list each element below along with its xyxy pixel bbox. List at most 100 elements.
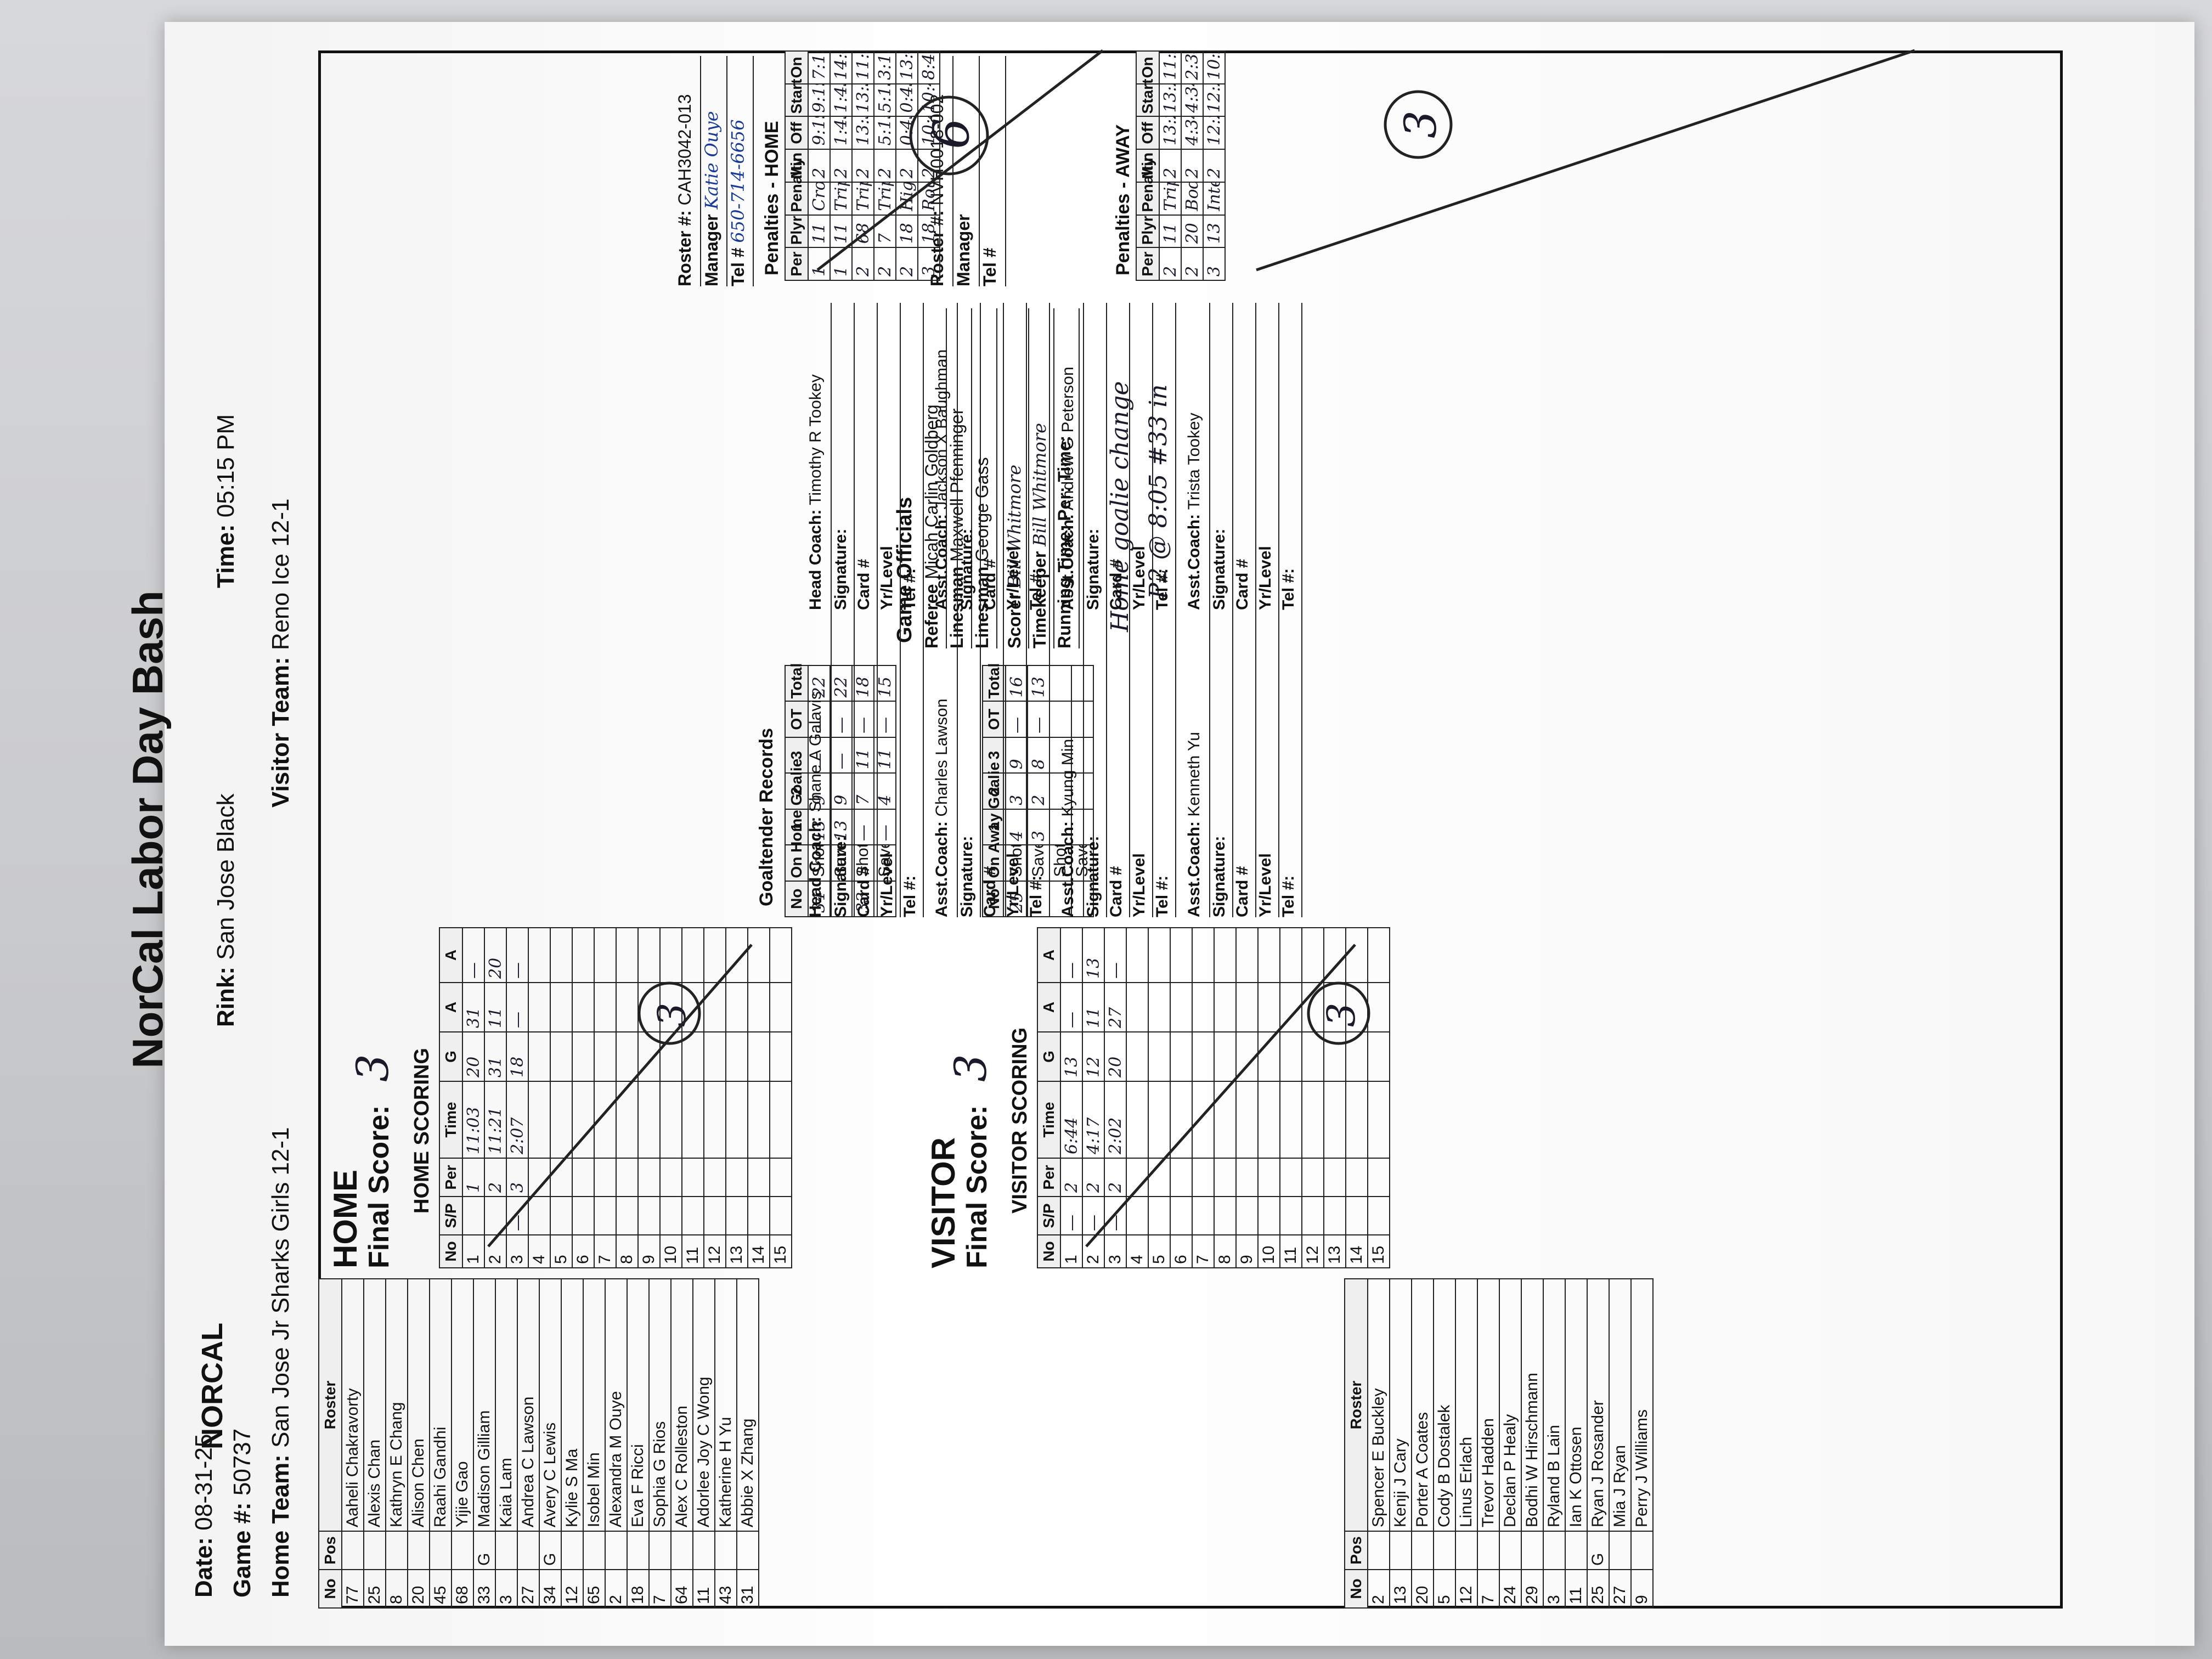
home-pen-header: Penalty: [785, 157, 808, 215]
home-goalie-header: Total: [785, 663, 808, 702]
goal-cell: [1368, 983, 1390, 1032]
player-position: [583, 1531, 605, 1570]
player-position: [430, 1531, 452, 1570]
staff-field-row: Signature:: [1084, 303, 1107, 610]
goal-cell: [550, 1158, 572, 1197]
goal-cell: [770, 1197, 792, 1235]
player-number: 45: [430, 1570, 452, 1608]
staff-field-label: Signature:: [1210, 528, 1228, 610]
staff-field-row: Card #: [1107, 303, 1130, 610]
goal-cell: [748, 1032, 770, 1081]
goal-cell: [660, 1081, 682, 1158]
home-scoring-empty-row: 6: [572, 928, 594, 1268]
goal-number: 2: [484, 1235, 506, 1268]
goal-cell: [1324, 1158, 1346, 1197]
goal-cell: 2: [484, 1158, 506, 1197]
staff-field-label: Card #: [1233, 558, 1251, 610]
goal-cell: [748, 983, 770, 1032]
player-number: 7: [1477, 1570, 1499, 1608]
goal-cell: [1192, 1197, 1214, 1235]
player-position: [693, 1531, 715, 1570]
visitor-roster-header: Pos: [1345, 1531, 1368, 1570]
penalty-cell: 3: [918, 247, 940, 280]
goal-cell: [1170, 1158, 1192, 1197]
logo-text: NORCAL: [196, 1323, 229, 1449]
goal-cell: [748, 1158, 770, 1197]
goal-cell: [1126, 1158, 1148, 1197]
home-goalie-head-label: On Home Goalie: [785, 759, 808, 881]
penalty-cell: 8:49: [918, 51, 940, 84]
staff-field-row: Yr/Level: [1130, 610, 1153, 917]
player-position: [1565, 1531, 1587, 1570]
goal-cell: —: [462, 928, 484, 983]
player-position: [1521, 1531, 1543, 1570]
goal-number: 4: [1126, 1235, 1148, 1268]
goal-cell: [726, 1081, 748, 1158]
penalty-cell: 12:24: [1203, 116, 1225, 150]
staff-field-row: Card #: [1233, 303, 1256, 610]
home-scoring-empty-row: 8: [616, 928, 638, 1268]
penalty-cell: 5:15: [874, 83, 896, 117]
goal-cell: [550, 928, 572, 983]
player-position: [342, 1531, 364, 1570]
penalty-cell: 9:19: [808, 83, 830, 117]
player-position: [1434, 1531, 1455, 1570]
goal-cell: [616, 1081, 638, 1158]
home-roster-header: Pos: [319, 1531, 342, 1570]
goal-number: 8: [616, 1235, 638, 1268]
player-number: 20: [408, 1570, 430, 1608]
goal-cell: [1214, 1158, 1236, 1197]
player-number: 3: [1543, 1570, 1565, 1608]
home-roster-number-label: Roster #:: [675, 210, 695, 286]
penalty-cell: Tripping: [874, 182, 896, 215]
goal-cell: [638, 1197, 660, 1235]
player-position: [671, 1531, 693, 1570]
player-number: 25: [364, 1570, 386, 1608]
goal-cell: 11: [1082, 983, 1104, 1032]
player-position: [1499, 1531, 1521, 1570]
home-scoring-title: HOME SCORING: [410, 1048, 433, 1214]
away-tel-row: Tel #: [980, 56, 1006, 286]
home-scoring-empty-row: 4: [528, 928, 550, 1268]
goal-cell: [1368, 1032, 1390, 1081]
player-position: [1412, 1531, 1434, 1570]
goal-cell: [1302, 1032, 1324, 1081]
penalty-cell: 13:20: [1159, 116, 1181, 150]
goal-cell: [550, 1081, 572, 1158]
visitor-scoring-empty-row: 6: [1170, 928, 1192, 1268]
goal-cell: 6:44: [1060, 1081, 1082, 1158]
goal-cell: [572, 1032, 594, 1081]
staff-role: Asst.Coach:: [1059, 514, 1077, 610]
visitor-scoring-empty-row: 14: [1346, 928, 1368, 1268]
player-number: 25: [1587, 1570, 1609, 1608]
staff-field-label: Signature:: [832, 836, 850, 917]
date-label: Date:: [190, 1537, 217, 1598]
goal-cell: [1346, 928, 1368, 983]
penalty-cell: Roughing: [918, 182, 940, 215]
home-scoring-header: A: [439, 928, 462, 983]
visitor-scoring-empty-row: 10: [1258, 928, 1280, 1268]
penalty-cell: 2: [1181, 247, 1203, 280]
penalty-cell: Tripping: [830, 182, 852, 215]
goal-cell: [616, 1158, 638, 1197]
penalty-cell: 1: [830, 247, 852, 280]
goal-cell: [1368, 1197, 1390, 1235]
goal-cell: [1368, 1081, 1390, 1158]
goal-cell: [638, 928, 660, 983]
goal-cell: 2: [1060, 1158, 1082, 1197]
goal-cell: [660, 1197, 682, 1235]
player-number: 34: [539, 1570, 561, 1608]
home-manager-row: Manager Katie Ouye: [701, 56, 727, 286]
goal-cell: [594, 1197, 616, 1235]
player-number: 64: [671, 1570, 693, 1608]
goal-cell: [682, 1032, 704, 1081]
staff-role-row: Asst.Coach: Trista Tookey: [1185, 303, 1210, 610]
player-name: Madison Gilliam: [473, 1279, 495, 1531]
home-label: HOME: [327, 1170, 364, 1268]
goal-cell: [1170, 1197, 1192, 1235]
